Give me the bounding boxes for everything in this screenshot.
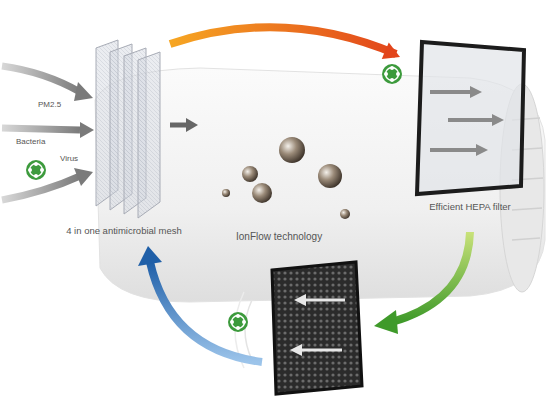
hepa-filter: Efficient HEPA filter bbox=[398, 40, 542, 212]
flow-arrow bbox=[170, 27, 400, 59]
antimicrobial-icon bbox=[26, 160, 46, 180]
filter-label: 4 in one antimicrobial mesh bbox=[52, 225, 196, 236]
pollutant-label: Virus bbox=[60, 155, 78, 164]
technology-label: IonFlow technology bbox=[236, 231, 322, 242]
filter-label: Efficient HEPA filter bbox=[398, 201, 542, 212]
pollutant-label: PM2.5 bbox=[38, 101, 61, 110]
mesh-filter: 4 in one antimicrobial mesh bbox=[52, 40, 196, 236]
antimicrobial-icon bbox=[382, 64, 402, 84]
antimicrobial-icon bbox=[228, 312, 248, 332]
pollutant-label: Bacteria bbox=[16, 138, 45, 147]
